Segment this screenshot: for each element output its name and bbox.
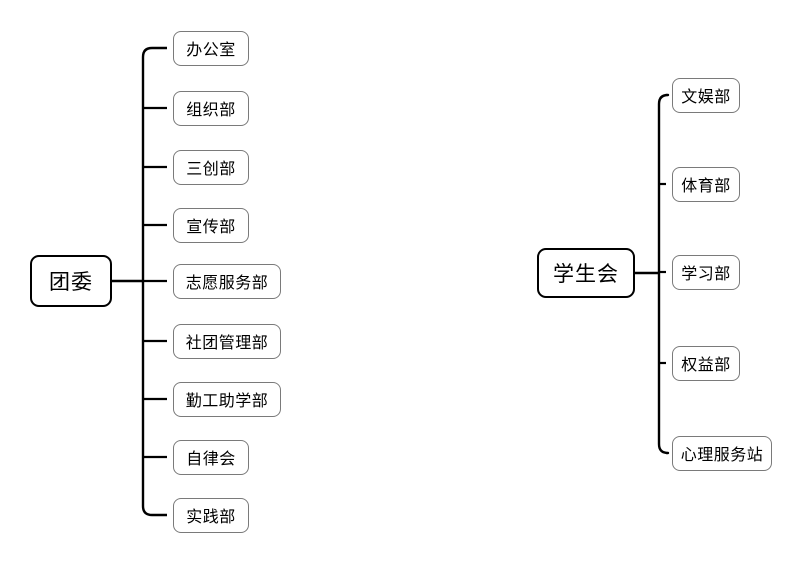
child-node-tuanwei-8[interactable]: 实践部 [173, 497, 249, 533]
child-node-tuanwei-4-label: 志愿服务部 [185, 273, 269, 292]
child-node-xueshenghui-2-label: 学习部 [681, 264, 731, 283]
child-node-xueshenghui-4[interactable]: 心理服务站 [672, 435, 772, 471]
child-node-tuanwei-5-label: 社团管理部 [185, 333, 269, 352]
root-node-xueshenghui[interactable]: 学生会 [537, 248, 635, 298]
child-node-tuanwei-3[interactable]: 宣传部 [173, 207, 249, 243]
spine-tree-1 [657, 93, 670, 455]
spine-tree-0 [141, 46, 167, 517]
child-node-tuanwei-1-label: 组织部 [186, 100, 236, 119]
child-node-tuanwei-8-label: 实践部 [186, 507, 236, 526]
child-node-tuanwei-5[interactable]: 社团管理部 [173, 323, 281, 359]
child-node-xueshenghui-3[interactable]: 权益部 [672, 345, 740, 381]
child-node-tuanwei-1[interactable]: 组织部 [173, 90, 249, 126]
child-node-xueshenghui-0[interactable]: 文娱部 [672, 77, 740, 113]
root-node-xueshenghui-label: 学生会 [553, 262, 619, 286]
child-node-xueshenghui-1-label: 体育部 [681, 176, 731, 195]
child-node-xueshenghui-2[interactable]: 学习部 [672, 254, 740, 290]
child-node-tuanwei-2[interactable]: 三创部 [173, 149, 249, 185]
child-node-tuanwei-2-label: 三创部 [186, 159, 236, 178]
child-node-tuanwei-6-label: 勤工助学部 [185, 391, 269, 410]
child-node-tuanwei-3-label: 宣传部 [186, 217, 236, 236]
child-node-tuanwei-0-label: 办公室 [186, 40, 236, 59]
child-node-xueshenghui-0-label: 文娱部 [681, 87, 731, 106]
child-node-xueshenghui-3-label: 权益部 [681, 355, 731, 374]
child-node-tuanwei-7-label: 自律会 [186, 449, 236, 468]
child-node-xueshenghui-4-label: 心理服务站 [680, 445, 764, 464]
child-node-tuanwei-7[interactable]: 自律会 [173, 439, 249, 475]
child-node-xueshenghui-1[interactable]: 体育部 [672, 166, 740, 202]
child-node-tuanwei-6[interactable]: 勤工助学部 [173, 381, 281, 417]
root-node-tuanwei-label: 团委 [49, 270, 93, 294]
child-node-tuanwei-4[interactable]: 志愿服务部 [173, 263, 281, 299]
root-node-tuanwei[interactable]: 团委 [30, 255, 112, 307]
child-node-tuanwei-0[interactable]: 办公室 [173, 30, 249, 66]
